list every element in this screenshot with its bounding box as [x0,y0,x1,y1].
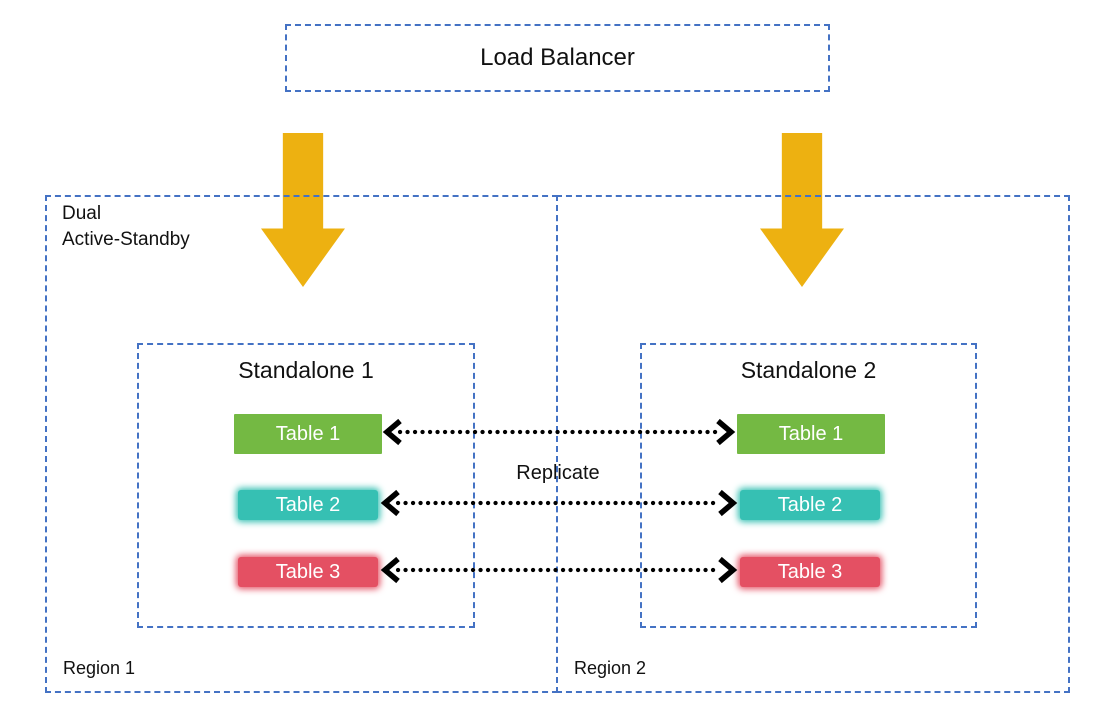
standalone-2-title: Standalone 2 [740,357,877,383]
region-2-box: Region 2 [556,195,1070,693]
region-1-label: Region 1 [63,658,136,678]
table-3-label: Table 3 [777,560,843,583]
table-1-chip: Table 1 [234,414,382,454]
table-2-label: Table 2 [275,493,341,516]
table-2-chip: Table 2 [238,490,378,520]
dual-label-line2: Active-Standby [62,228,190,250]
table-3-label: Table 3 [275,560,341,583]
dual-label-line1: Dual [62,203,102,224]
table-2-label: Table 2 [777,493,843,516]
standalone-2-box: Standalone 2 Table 1 Table 2 Table 3 [640,343,977,628]
load-balancer-box: Load Balancer [285,24,830,92]
replicate-label: Replicate [516,462,600,484]
table-3-chip: Table 3 [740,557,880,587]
standalone-1-title: Standalone 1 [238,357,374,383]
table-1-label: Table 1 [275,422,341,445]
dual-active-standby-label: Dual Active-Standby [62,201,190,252]
table-2-chip: Table 2 [740,490,880,520]
table-1-chip: Table 1 [737,414,885,454]
load-balancer-label: Load Balancer [480,44,635,71]
table-3-chip: Table 3 [238,557,378,587]
region-2-label: Region 2 [574,658,647,678]
standalone-1-box: Standalone 1 Table 1 Table 2 Table 3 [137,343,475,628]
table-1-label: Table 1 [778,422,844,445]
